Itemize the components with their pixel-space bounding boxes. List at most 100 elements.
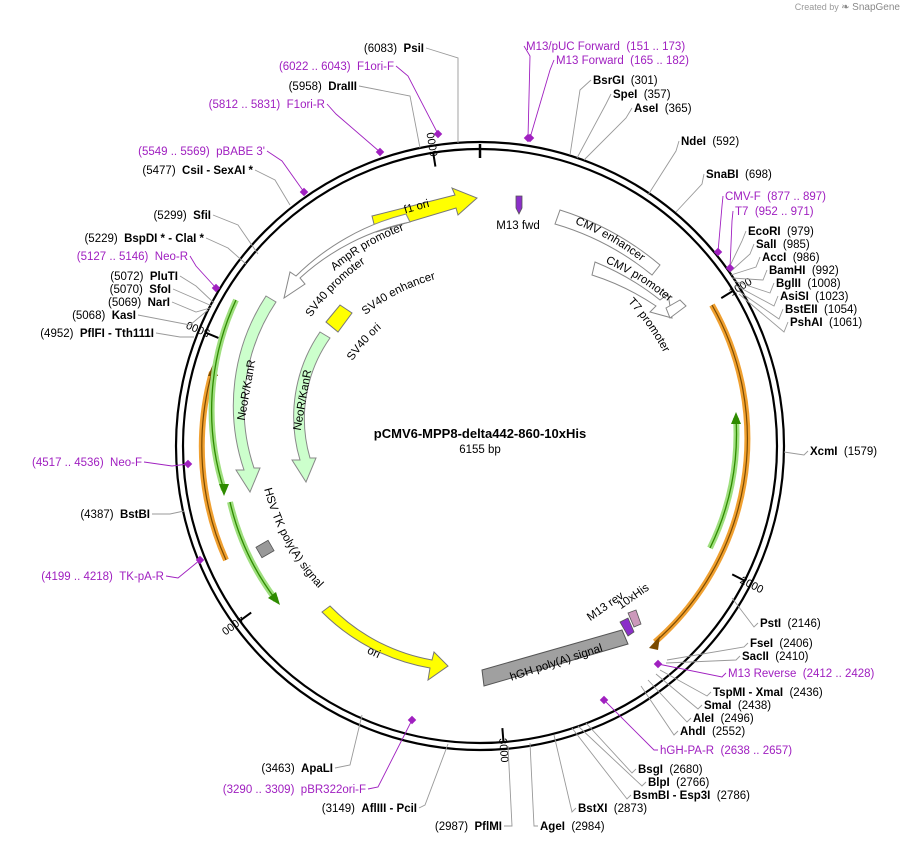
primer-binding-mark [713,247,723,257]
primer-site-label[interactable]: M13 Reverse (2412 .. 2428) [728,668,875,680]
enzyme-site-label[interactable]: (5072) PluTI [110,271,178,283]
enzyme-site-label[interactable]: (5958) DraIII [289,81,357,93]
enzyme-leader-line [569,79,592,156]
primer-site-label[interactable]: (5127 .. 5146) Neo-R [77,251,188,263]
primer-site-label[interactable]: T7 (952 .. 971) [735,206,814,218]
enzyme-site-label[interactable]: BglII (1008) [776,278,841,290]
enzyme-site-label[interactable]: PshAI (1061) [790,317,862,329]
feature-hgh-polya[interactable]: hGH poly(A) signal [481,629,629,687]
enzyme-site-label[interactable]: (3149) AflIII - PciI [322,803,417,815]
feature-10xhis[interactable]: 10xHis [616,582,652,628]
tick-label: 5000 [185,318,212,338]
feature-neor-kanr-outer[interactable]: NeoR/KanR [232,295,277,494]
enzyme-site-label[interactable]: BsmBI - Esp3I (2786) [633,790,750,802]
enzyme-site-label[interactable]: BstEII (1054) [785,304,857,316]
enzyme-site-label[interactable]: (4952) PflFI - Tth111I [40,328,154,340]
primer-site-label[interactable]: (4199 .. 4218) TK-pA-R [41,571,164,583]
enzyme-leader-line [553,734,577,813]
enzyme-site-label[interactable]: SacII (2410) [742,651,809,663]
tick-label: 6000 [425,131,441,157]
enzyme-position: (2146) [787,618,820,630]
enzyme-name: SacII [742,651,769,663]
credit-brand: SnapGene [852,2,900,13]
feature-neor-kanr-inner[interactable]: NeoR/KanR [291,331,331,484]
enzyme-site-label[interactable]: (5069) NarI [108,297,170,309]
enzyme-site-label[interactable]: AsiSI (1023) [780,291,849,303]
enzyme-site-label[interactable]: NdeI (592) [681,136,739,148]
enzyme-site-label[interactable]: BamHI (992) [769,265,839,277]
tick-label: 3000 [496,738,510,763]
enzyme-site-label[interactable]: SalI (985) [756,239,810,251]
primer-binding-mark [299,187,309,197]
enzyme-position: (2410) [775,651,808,663]
primer-site-label[interactable]: (4517 .. 4536) Neo-F [32,457,142,469]
enzyme-name: SfoI [149,284,171,296]
enzyme-site-label[interactable]: (5229) BspDI * - ClaI * [84,233,204,245]
primer-site-label[interactable]: CMV-F (877 .. 897) [725,191,826,203]
primer-binding-mark [599,695,609,705]
enzyme-site-label[interactable]: FseI (2406) [750,638,813,650]
primer-site-label[interactable]: (5549 .. 5569) pBABE 3' [138,146,265,158]
enzyme-name: SfiI [193,210,211,222]
feature-m13-fwd[interactable]: M13 fwd [496,195,540,232]
enzyme-position: (698) [745,169,772,181]
primer-binding-mark [653,659,663,669]
enzyme-site-label[interactable]: XcmI (1579) [810,446,877,458]
enzyme-leader-line [583,107,633,161]
primer-binding-mark [211,283,221,293]
enzyme-position: (5069) [108,297,141,309]
enzyme-leader-line [577,725,647,787]
enzyme-site-label[interactable]: (6083) PsiI [364,43,424,55]
primer-site-label[interactable]: (3290 .. 3309) pBR322ori-F [223,784,366,796]
enzyme-name: ApaLI [301,763,333,775]
enzyme-leader-line [655,673,703,710]
feature-sv40-ori[interactable]: SV40 ori [345,321,383,363]
primer-binding-mark [407,715,417,725]
enzyme-position: (2436) [789,687,822,699]
primer-site-label[interactable]: M13/pUC Forward (151 .. 173) [526,41,685,53]
enzyme-site-label[interactable]: AseI (365) [634,103,692,115]
primer-range: (165 .. 182) [630,55,689,67]
enzyme-site-label[interactable]: BlpI (2766) [648,777,710,789]
enzyme-site-label[interactable]: PstI (2146) [760,618,821,630]
enzyme-site-label[interactable]: (3463) ApaLI [261,763,333,775]
enzyme-site-label[interactable]: SmaI (2438) [704,700,771,712]
enzyme-site-label[interactable]: SpeI (357) [613,89,671,101]
enzyme-leader-line [729,243,755,273]
enzyme-name: AccI [762,252,786,264]
enzyme-site-label[interactable]: TspMI - XmaI (2436) [713,687,823,699]
tick-mark [205,331,219,339]
enzyme-leader-line [576,93,612,159]
enzyme-site-label[interactable]: AgeI (2984) [540,821,605,833]
credit-line: Created by ❧ SnapGene [795,2,900,13]
primer-name: TK-pA-R [119,571,164,583]
enzyme-name: AflIII - PciI [361,803,417,815]
enzyme-site-label[interactable]: (5477) CsiI - SexAI * [142,165,253,177]
enzyme-site-label[interactable]: BsgI (2680) [638,764,703,776]
enzyme-site-label[interactable]: AccI (986) [762,252,820,264]
primer-site-label[interactable]: hGH-PA-R (2638 .. 2657) [660,745,792,757]
enzyme-site-label[interactable]: EcoRI (979) [748,226,814,238]
feature-ori[interactable]: ori [321,605,449,682]
enzyme-leader-line [647,679,692,723]
enzyme-site-label[interactable]: (5068) KasI [72,310,136,322]
enzyme-name: PflFI - Tth111I [80,328,154,340]
enzyme-site-label[interactable]: SnaBI (698) [706,169,772,181]
primer-leader-line [717,195,724,253]
enzyme-name: SnaBI [706,169,739,181]
enzyme-site-label[interactable]: (4387) BstBI [80,509,150,521]
primer-site-label[interactable]: (5812 .. 5831) F1ori-R [209,99,325,111]
enzyme-site-label[interactable]: AhdI (2552) [680,726,745,738]
primer-site-label[interactable]: M13 Forward (165 .. 182) [556,55,689,67]
enzyme-site-label[interactable]: (5299) SfiI [153,210,211,222]
feature-ampr-promoter[interactable]: AmpR promoter [283,213,411,300]
primer-site-label[interactable]: (6022 .. 6043) F1ori-F [279,61,394,73]
enzyme-site-label[interactable]: (5070) SfoI [110,284,171,296]
feature-hsv-tk-polya[interactable]: HSV TK poly(A) signal [255,487,325,591]
tick-mark [239,611,252,622]
enzyme-site-label[interactable]: (2987) PflMI [435,821,502,833]
primer-name: T7 [735,206,748,218]
enzyme-site-label[interactable]: AleI (2496) [693,713,754,725]
enzyme-site-label[interactable]: BsrGI (301) [593,75,658,87]
enzyme-site-label[interactable]: BstXI (2873) [578,803,647,815]
